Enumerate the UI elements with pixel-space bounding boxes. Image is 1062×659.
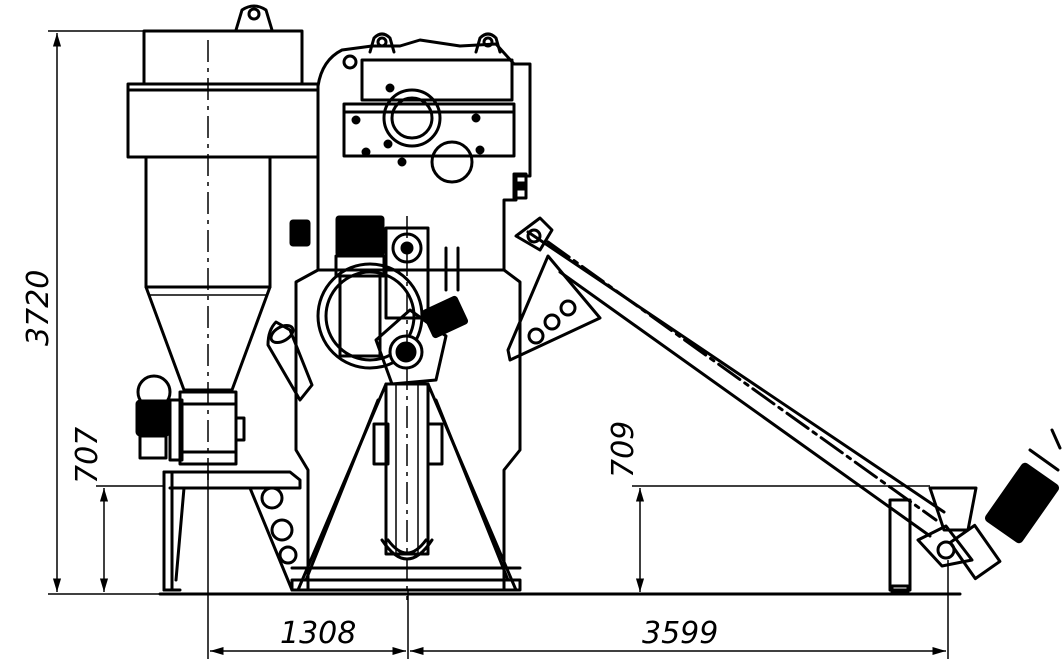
cyclone-stand xyxy=(162,470,302,592)
inclined-screw-conveyor xyxy=(506,216,1062,594)
mill-housing xyxy=(289,32,532,600)
dim-label-3720: 3720 xyxy=(21,270,56,346)
rotary-valve-left xyxy=(135,374,246,466)
cyclone-separator xyxy=(126,4,320,480)
dim-label-1308: 1308 xyxy=(280,616,356,651)
dimension-total-height: 3720 xyxy=(21,30,300,595)
dim-label-707: 707 xyxy=(70,427,105,484)
dimension-right-inlet: 709 xyxy=(606,421,930,592)
dimension-horizontal: 1308 3599 xyxy=(207,470,949,659)
dimension-left-inlet: 707 xyxy=(70,427,165,592)
dim-label-3599: 3599 xyxy=(642,616,718,651)
dim-label-709: 709 xyxy=(606,421,641,478)
